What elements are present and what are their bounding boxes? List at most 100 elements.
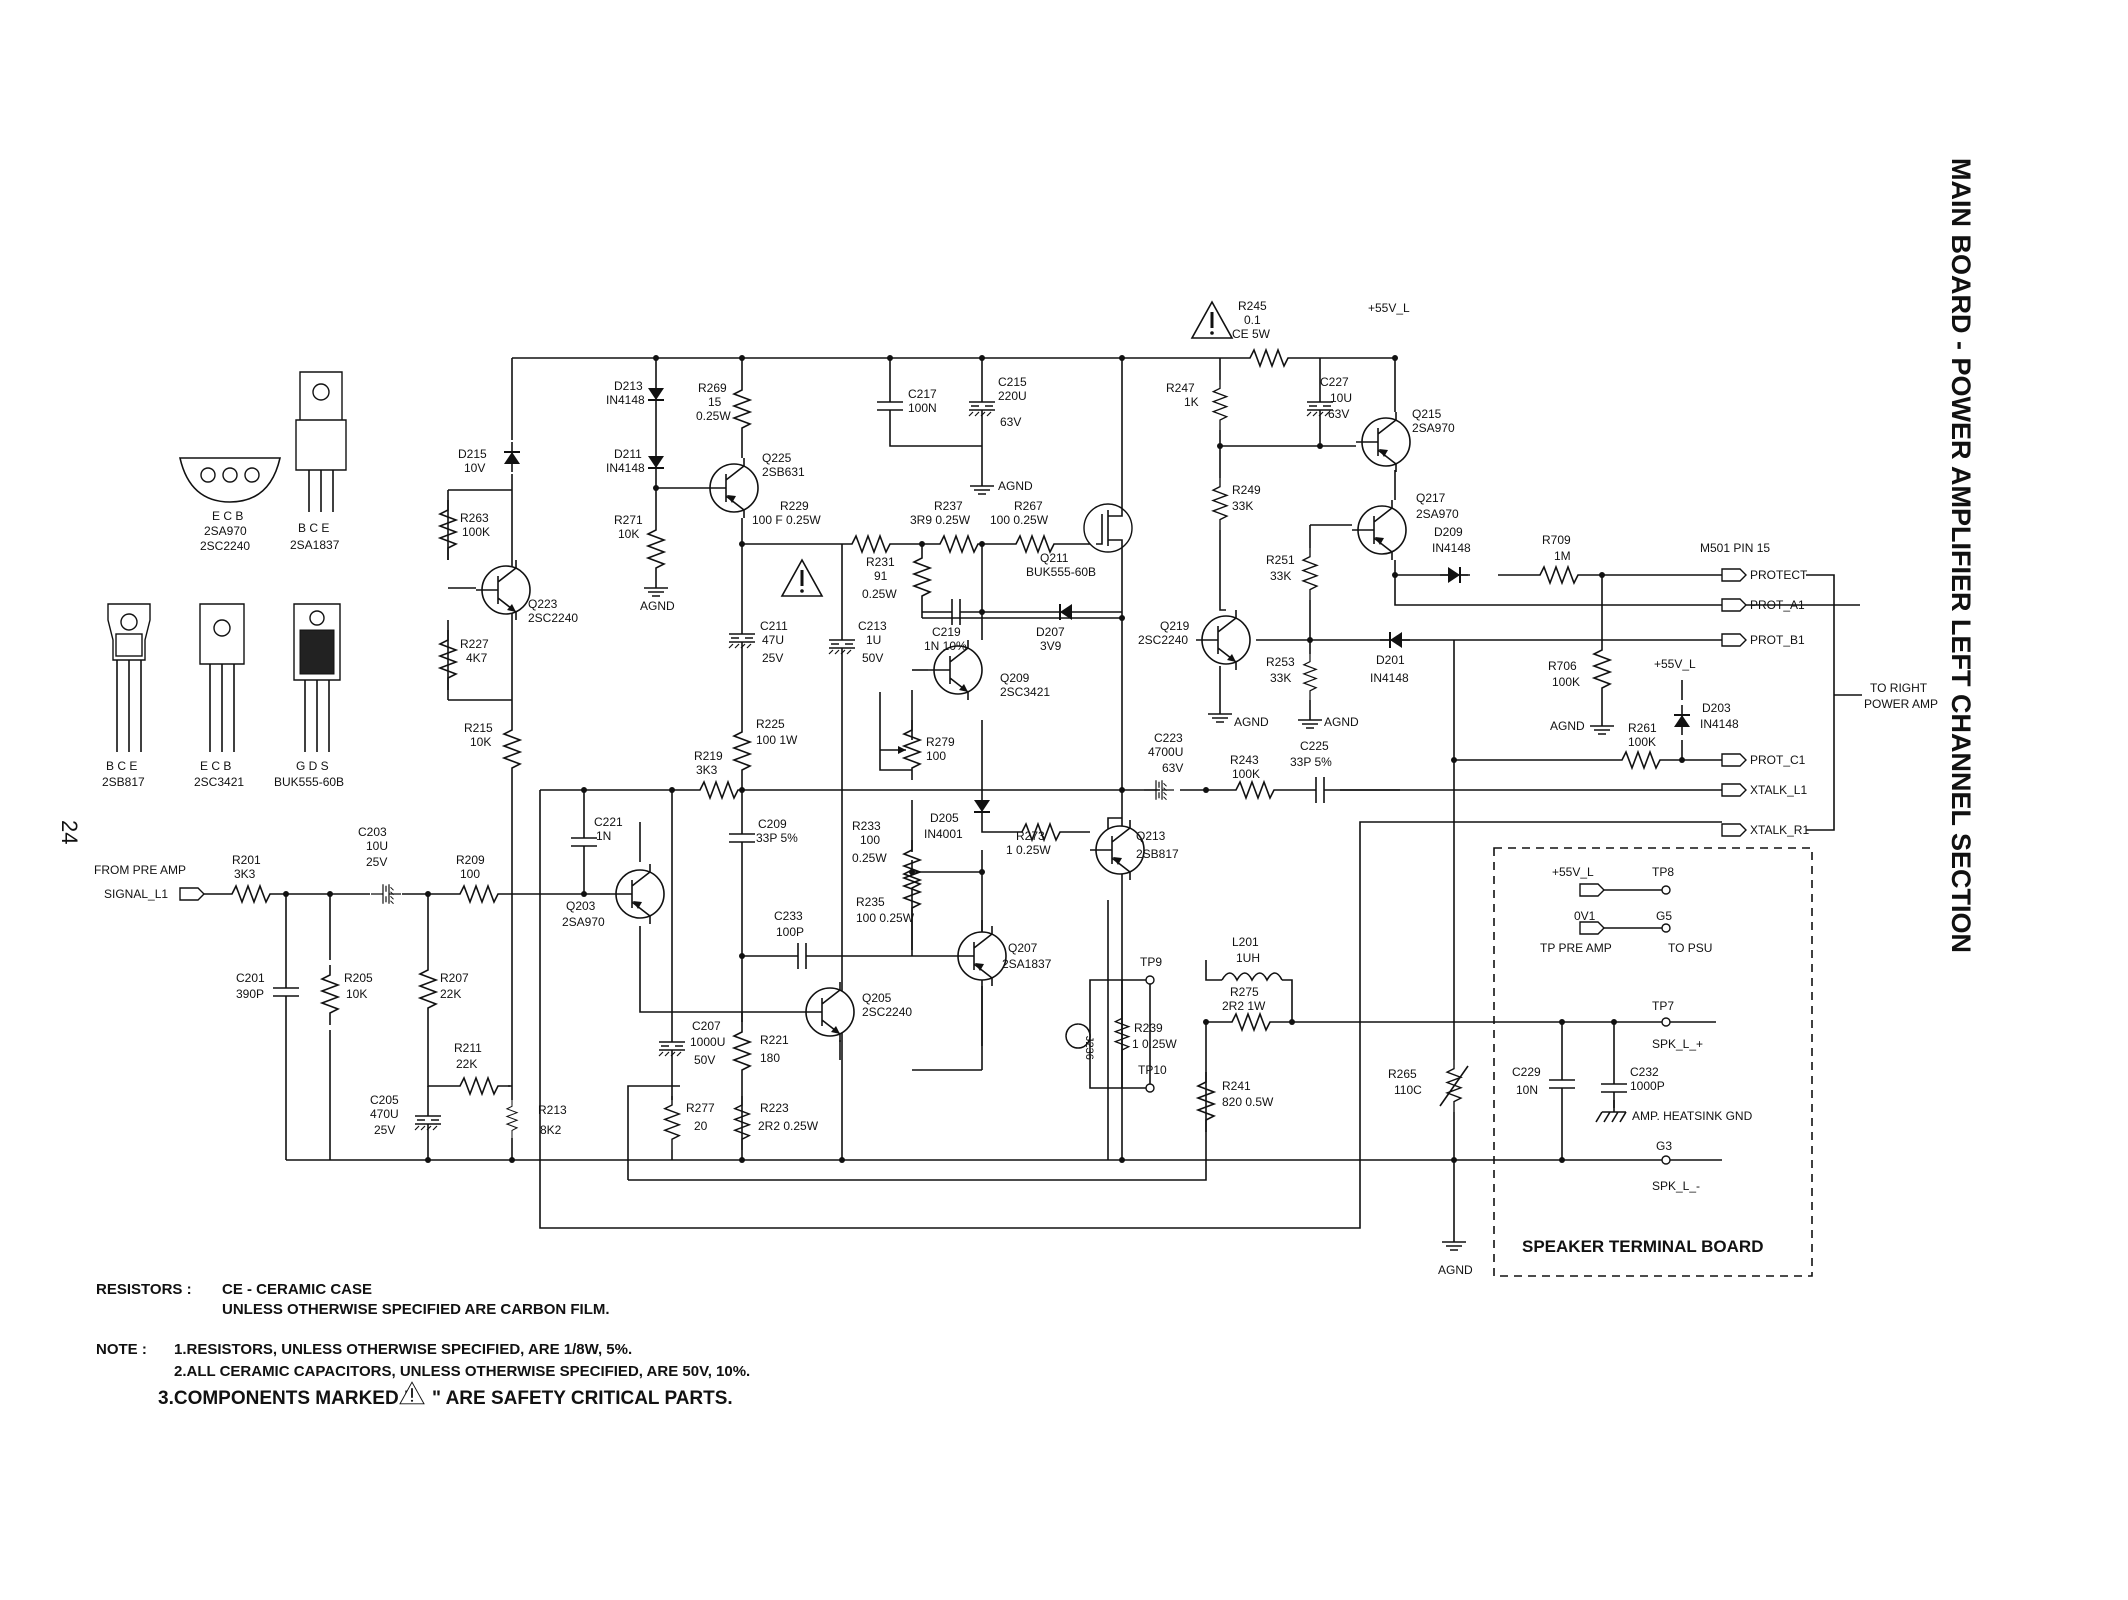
r245-type: CE 5W xyxy=(1232,327,1271,341)
c232-name: C232 xyxy=(1630,1065,1659,1079)
c215-voltage: 63V xyxy=(1000,415,1021,429)
note-1: 1.RESISTORS, UNLESS OTHERWISE SPECIFIED,… xyxy=(174,1341,632,1358)
package-parts-4: 2SC3421 xyxy=(194,775,244,789)
r247-value: 1K xyxy=(1184,395,1199,409)
r235-value: 100 0.25W xyxy=(856,911,915,925)
r201-name: R201 xyxy=(232,853,261,867)
connector-xtalk-r1: XTALK_R1 xyxy=(1750,823,1809,837)
page-title: MAIN BOARD - POWER AMPLIFIER LEFT CHANNE… xyxy=(1946,158,1976,953)
r249-value: 33K xyxy=(1232,499,1253,513)
c227-value: 10U xyxy=(1330,391,1352,405)
r233-value: 100 xyxy=(860,833,880,847)
c203-value: 10U xyxy=(366,839,388,853)
package-pins-3: B C E xyxy=(106,759,137,773)
r275-value: 2R2 1W xyxy=(1222,999,1266,1013)
r221-name: R221 xyxy=(760,1033,789,1047)
r223-value: 2R2 0.25W xyxy=(758,1119,819,1133)
q219-type: 2SC2240 xyxy=(1138,633,1188,647)
page-number: 24 xyxy=(57,820,82,844)
c221-name: C221 xyxy=(594,815,623,829)
to-right-label: TO RIGHT xyxy=(1870,681,1928,695)
agnd-label-1: AGND xyxy=(640,599,675,613)
d209-value: IN4148 xyxy=(1432,541,1471,555)
tp-pre-amp-label: TP PRE AMP xyxy=(1540,941,1612,955)
q207-name: Q207 xyxy=(1008,941,1038,955)
r277-name: R277 xyxy=(686,1101,715,1115)
r247-name: R247 xyxy=(1166,381,1195,395)
r275-name: R275 xyxy=(1230,985,1259,999)
r205-value: 10K xyxy=(346,987,367,1001)
d215-value: 10V xyxy=(464,461,485,475)
component-labels: D213 IN4148 D211 IN4148 R269 15 0.25W R2… xyxy=(94,299,1938,1277)
tp8-label: TP8 xyxy=(1652,865,1674,879)
c229-value: 10N xyxy=(1516,1083,1538,1097)
c213-voltage: 50V xyxy=(862,651,883,665)
r219-value: 3K3 xyxy=(696,763,718,777)
r241-value: 820 0.5W xyxy=(1222,1095,1274,1109)
r219-name: R219 xyxy=(694,749,723,763)
c223-voltage: 63V xyxy=(1162,761,1183,775)
g5-left-label: 0V1 xyxy=(1574,909,1596,923)
r205-name: R205 xyxy=(344,971,373,985)
r265-value: 110C xyxy=(1394,1083,1422,1097)
agnd-label-3: AGND xyxy=(1234,715,1269,729)
r225-value: 100 1W xyxy=(756,733,798,747)
c205-name: C205 xyxy=(370,1093,399,1107)
tp7-label: TP7 xyxy=(1652,999,1674,1013)
c219-name: C219 xyxy=(932,625,961,639)
supply-label-2: +55V_L xyxy=(1654,657,1696,671)
note-3a: 3.COMPONENTS MARKED " xyxy=(158,1388,413,1409)
r225-name: R225 xyxy=(756,717,785,731)
c219-value: 1N 10% xyxy=(924,639,967,653)
d207-value: 3V9 xyxy=(1040,639,1062,653)
note-label: NOTE : xyxy=(96,1341,147,1358)
r231-power: 0.25W xyxy=(862,587,897,601)
connector-prot-c1: PROT_C1 xyxy=(1750,753,1806,767)
q217-name: Q217 xyxy=(1416,491,1446,505)
c232-value: 1000P xyxy=(1630,1079,1665,1093)
c217-name: C217 xyxy=(908,387,937,401)
r277-value: 20 xyxy=(694,1119,708,1133)
r253-value: 33K xyxy=(1270,671,1291,685)
q207-type: 2SA1837 xyxy=(1002,957,1052,971)
q217-type: 2SA970 xyxy=(1416,507,1459,521)
spk-plus-label: SPK_L_+ xyxy=(1652,1037,1703,1051)
q213-name: Q213 xyxy=(1136,829,1166,843)
r229-name: R229 xyxy=(780,499,809,513)
resistors-note-label: RESISTORS : xyxy=(96,1281,192,1298)
q205-name: Q205 xyxy=(862,991,892,1005)
c225-value: 33P 5% xyxy=(1290,755,1332,769)
d207-name: D207 xyxy=(1036,625,1065,639)
r209-name: R209 xyxy=(456,853,485,867)
package-pins-1: E C B xyxy=(212,509,243,523)
c233-name: C233 xyxy=(774,909,803,923)
c215-name: C215 xyxy=(998,375,1027,389)
q211-type: BUK555-60B xyxy=(1026,565,1096,579)
agnd-label-6: AGND xyxy=(1438,1263,1473,1277)
agnd-label-5: AGND xyxy=(1550,719,1585,733)
heatsink-gnd-label: AMP. HEATSINK GND xyxy=(1632,1109,1753,1123)
c201-name: C201 xyxy=(236,971,265,985)
j236-label: J236 xyxy=(1083,1036,1095,1060)
c223-value: 4700U xyxy=(1148,745,1183,759)
r265-name: R265 xyxy=(1388,1067,1417,1081)
signal-l1-label: SIGNAL_L1 xyxy=(104,887,168,901)
package-pins-5: G D S xyxy=(296,759,329,773)
q225-type: 2SB631 xyxy=(762,465,805,479)
d211-value: IN4148 xyxy=(606,461,645,475)
package-pins-4: E C B xyxy=(200,759,231,773)
q211-name: Q211 xyxy=(1040,551,1069,565)
d205-name: D205 xyxy=(930,811,959,825)
q209-type: 2SC3421 xyxy=(1000,685,1050,699)
r227-name: R227 xyxy=(460,637,489,651)
l201-name: L201 xyxy=(1232,935,1259,949)
r243-name: R243 xyxy=(1230,753,1259,767)
package-parts-1b: 2SC2240 xyxy=(200,539,250,553)
r215-value: 10K xyxy=(470,735,491,749)
connector-xtalk-l1: XTALK_L1 xyxy=(1750,783,1807,797)
r261-name: R261 xyxy=(1628,721,1657,735)
c211-value: 47U xyxy=(762,633,784,647)
r213-value: 8K2 xyxy=(540,1123,562,1137)
r249-name: R249 xyxy=(1232,483,1261,497)
c211-name: C211 xyxy=(760,619,788,633)
